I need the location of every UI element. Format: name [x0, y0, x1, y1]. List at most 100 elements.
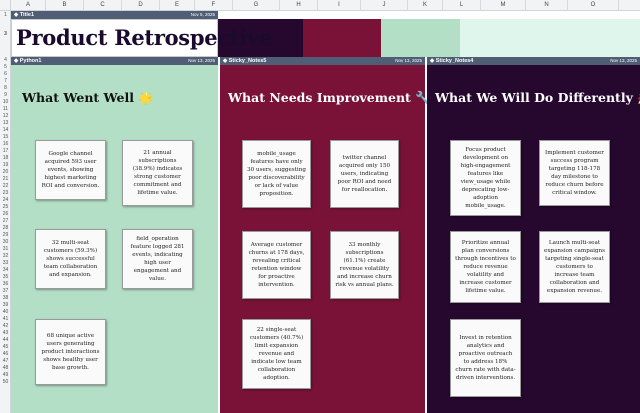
column-header[interactable]: H [280, 0, 318, 11]
row-number[interactable]: 33 [2, 260, 9, 266]
column-header[interactable]: L [443, 0, 481, 11]
row-number[interactable]: 24 [2, 197, 9, 203]
panel-name: Sticky_Notes5 [228, 58, 267, 64]
row-number[interactable]: 44 [2, 337, 9, 343]
row-number[interactable]: 26 [2, 211, 9, 217]
row-number[interactable]: 31 [2, 246, 9, 252]
sticky-note[interactable]: Focus product development on high-engage… [450, 140, 521, 216]
sticky-note[interactable]: Average customer churns at 178 days, rev… [242, 231, 311, 299]
row-number[interactable]: 37 [2, 288, 9, 294]
page-title: Product Retrospective [16, 25, 272, 50]
column-header[interactable]: C [84, 0, 122, 11]
row-number[interactable]: 34 [2, 267, 9, 273]
row-number[interactable]: 39 [2, 302, 9, 308]
column-header[interactable]: I [318, 0, 361, 11]
select-all-corner[interactable] [0, 0, 11, 11]
row-number[interactable]: 41 [2, 316, 9, 322]
row-number[interactable]: 16 [2, 141, 9, 147]
panel-what-went-well[interactable]: What Went Well 🌟 Google channel acquired… [11, 65, 218, 413]
row-number[interactable]: 12 [2, 113, 9, 119]
diamond-icon: ◆ [223, 58, 229, 64]
row-number[interactable]: 6 [4, 71, 7, 77]
row-number[interactable]: 10 [2, 99, 9, 105]
column-header[interactable]: J [361, 0, 408, 11]
row-number[interactable]: 1 [4, 12, 7, 18]
row-number[interactable]: 7 [4, 78, 7, 84]
panel-heading: What We Will Do Differently 🚀 [435, 90, 640, 105]
column-header[interactable]: K [408, 0, 443, 11]
row-number[interactable]: 40 [2, 309, 9, 315]
panel-date: Nov 13, 2025 [610, 58, 637, 63]
row-number[interactable]: 28 [2, 225, 9, 231]
sticky-note[interactable]: 68 unique active users generating produc… [35, 319, 106, 385]
row-number[interactable]: 43 [2, 330, 9, 336]
column-header[interactable]: B [46, 0, 84, 11]
sticky-note[interactable]: 33 monthly subscriptions (61.1%) create … [330, 231, 399, 299]
row-number[interactable]: 5 [4, 64, 7, 70]
panel-name: Title1 [19, 12, 35, 18]
sticky-note[interactable]: twitter channel acquired only 150 users,… [330, 140, 399, 208]
panel-what-we-will-do-differently[interactable]: What We Will Do Differently 🚀 Focus prod… [427, 65, 640, 413]
sticky-note[interactable]: 32 multi-seat customers (59.3%) shows su… [35, 229, 106, 289]
column-header[interactable]: M [481, 0, 526, 11]
row-number[interactable]: 36 [2, 281, 9, 287]
row-number[interactable]: 17 [2, 148, 9, 154]
row-number[interactable]: 42 [2, 323, 9, 329]
row-number[interactable]: 49 [2, 372, 9, 378]
sticky-note[interactable]: Implement customer success program targe… [539, 140, 610, 206]
row-number[interactable]: 9 [4, 92, 7, 98]
sticky-note[interactable]: Google channel acquired 593 user events,… [35, 140, 106, 200]
column-header[interactable]: N [526, 0, 568, 11]
column-header[interactable]: A [11, 0, 46, 11]
row-number[interactable]: 29 [2, 232, 9, 238]
sticky-note[interactable]: mobile_usage features have only 30 users… [242, 140, 311, 208]
row-number[interactable]: 14 [2, 127, 9, 133]
row-number[interactable]: 11 [2, 106, 9, 112]
row-number[interactable]: 20 [2, 169, 9, 175]
column-header[interactable]: O [568, 0, 619, 11]
panel-date: Nov 13, 2025 [188, 58, 215, 63]
row-number[interactable]: 2 [4, 31, 7, 37]
row-number[interactable]: 27 [2, 218, 9, 224]
row-number[interactable]: 50 [2, 379, 9, 385]
panel-date: Nov 5, 2025 [190, 12, 215, 17]
row-number[interactable]: 19 [2, 162, 9, 168]
row-number[interactable]: 23 [2, 190, 9, 196]
row-number[interactable]: 47 [2, 358, 9, 364]
sticky-note[interactable]: Invest in retention analytics and proact… [450, 319, 521, 397]
row-number[interactable]: 3 [4, 31, 7, 37]
row-number[interactable]: 13 [2, 120, 9, 126]
row-number[interactable]: 18 [2, 155, 9, 161]
sticky-note[interactable]: 21 annual subscriptions (38.9%) indicate… [122, 140, 193, 206]
row-number[interactable]: 30 [2, 239, 9, 245]
row-number[interactable]: 38 [2, 295, 9, 301]
panel-bar-python1[interactable]: ◆ Python1 Nov 13, 2025 [11, 57, 218, 65]
column-header[interactable]: E [160, 0, 195, 11]
panel-what-needs-improvement[interactable]: What Needs Improvement 🔧 mobile_usage fe… [220, 65, 431, 413]
row-number[interactable]: 35 [2, 274, 9, 280]
row-number[interactable]: 22 [2, 183, 9, 189]
panel-bar-sticky-notes4[interactable]: ◆ Sticky_Notes4 Nov 13, 2025 [427, 57, 640, 65]
row-number[interactable]: 46 [2, 351, 9, 357]
panel-bar-sticky-notes5[interactable]: ◆ Sticky_Notes5 Nov 13, 2025 [220, 57, 425, 65]
row-number[interactable]: 45 [2, 344, 9, 350]
sticky-note[interactable]: field_operation feature logged 281 event… [122, 229, 193, 289]
sticky-note[interactable]: Launch multi-seat expansion campaigns ta… [539, 231, 610, 303]
sticky-note[interactable]: Prioritize annual plan conversions throu… [450, 231, 521, 303]
title-panel-bar[interactable]: ◆ Title1 Nov 5, 2025 [11, 11, 218, 19]
panel-name: Sticky_Notes4 [435, 58, 474, 64]
sticky-note[interactable]: 22 single-seat customers (40.7%) limit e… [242, 319, 311, 389]
column-header[interactable]: D [122, 0, 160, 11]
row-number[interactable]: 32 [2, 253, 9, 259]
row-number[interactable]: 8 [4, 85, 7, 91]
row-number[interactable]: 21 [2, 176, 9, 182]
row-number[interactable]: 48 [2, 365, 9, 371]
row-number[interactable]: 25 [2, 204, 9, 210]
row-number[interactable]: 4 [4, 57, 7, 63]
column-header[interactable]: F [195, 0, 233, 11]
row-number[interactable]: 15 [2, 134, 9, 140]
title-panel[interactable]: Product Retrospective [11, 19, 272, 57]
column-header[interactable]: G [233, 0, 280, 11]
